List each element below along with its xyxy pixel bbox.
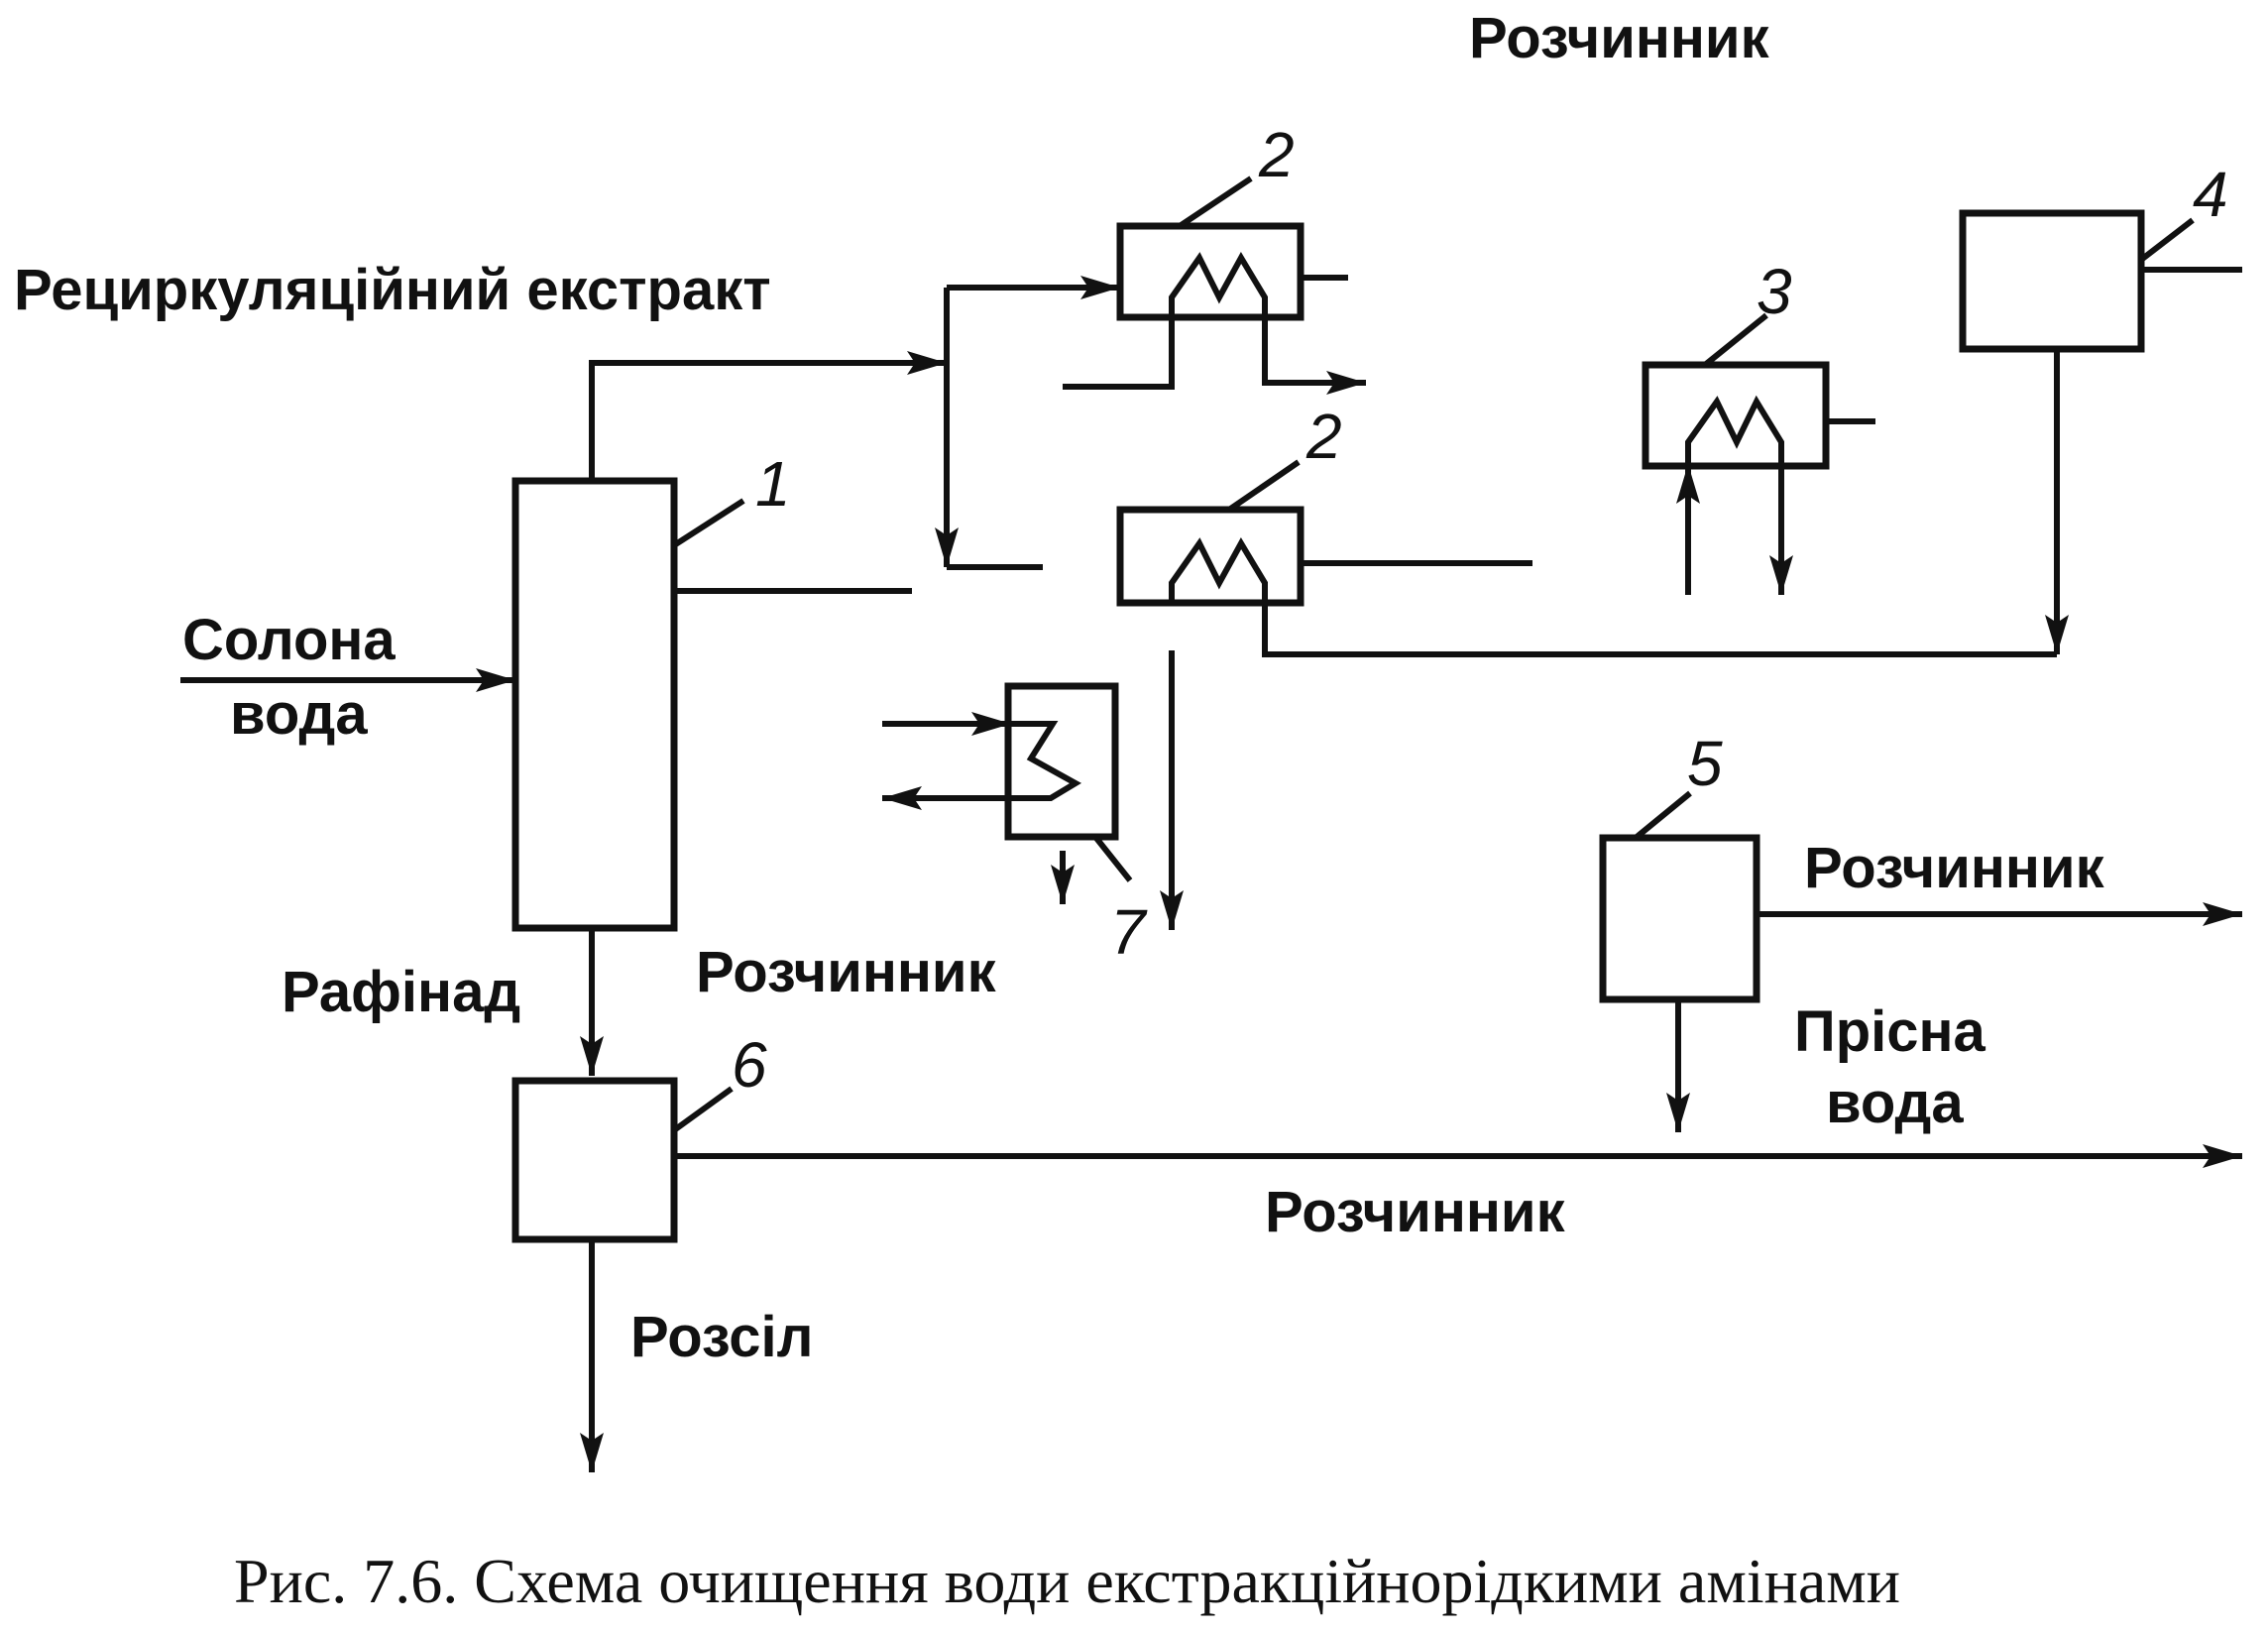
label-recycle-extract: Рециркуляційний екстракт (14, 258, 771, 322)
label-saline-water-1: Солона (182, 608, 396, 672)
number-2-upper: 2 (1258, 119, 1295, 190)
number-6: 6 (732, 1029, 767, 1101)
number-leaders (672, 175, 2195, 1133)
number-7: 7 (1110, 896, 1148, 968)
number-1: 1 (755, 448, 791, 520)
label-solvent-right: Розчинник (1804, 836, 2105, 900)
figure-caption: Рис. 7.6. Схема очищення води екстракцій… (234, 1546, 1900, 1616)
label-solvent-top: Розчинник (1469, 6, 1770, 70)
label-solvent-bottom-left: Розчинник (696, 940, 997, 1004)
number-3: 3 (1757, 256, 1792, 327)
vessel-6 (511, 1077, 678, 1243)
label-saline-water-2: вода (230, 682, 368, 747)
label-solvent-bottom: Розчинник (1265, 1180, 1566, 1244)
label-brine: Розсіл (630, 1305, 814, 1369)
number-2-lower: 2 (1305, 401, 1342, 472)
separator-4 (1959, 209, 2145, 353)
heat-exchanger-2-upper (1116, 222, 1304, 321)
label-raffinate: Рафінад (282, 960, 520, 1024)
separator-5 (1599, 834, 1760, 1003)
heat-exchanger-3 (1642, 361, 1830, 470)
number-4: 4 (2193, 159, 2228, 230)
pipes (180, 267, 2242, 1472)
extraction-column-1 (511, 477, 678, 932)
label-fresh-water-2: вода (1826, 1071, 1964, 1135)
label-fresh-water-1: Прісна (1794, 999, 1986, 1064)
number-5: 5 (1687, 728, 1723, 799)
heater-7 (1004, 682, 1119, 841)
heat-exchanger-2-lower (1116, 506, 1304, 607)
